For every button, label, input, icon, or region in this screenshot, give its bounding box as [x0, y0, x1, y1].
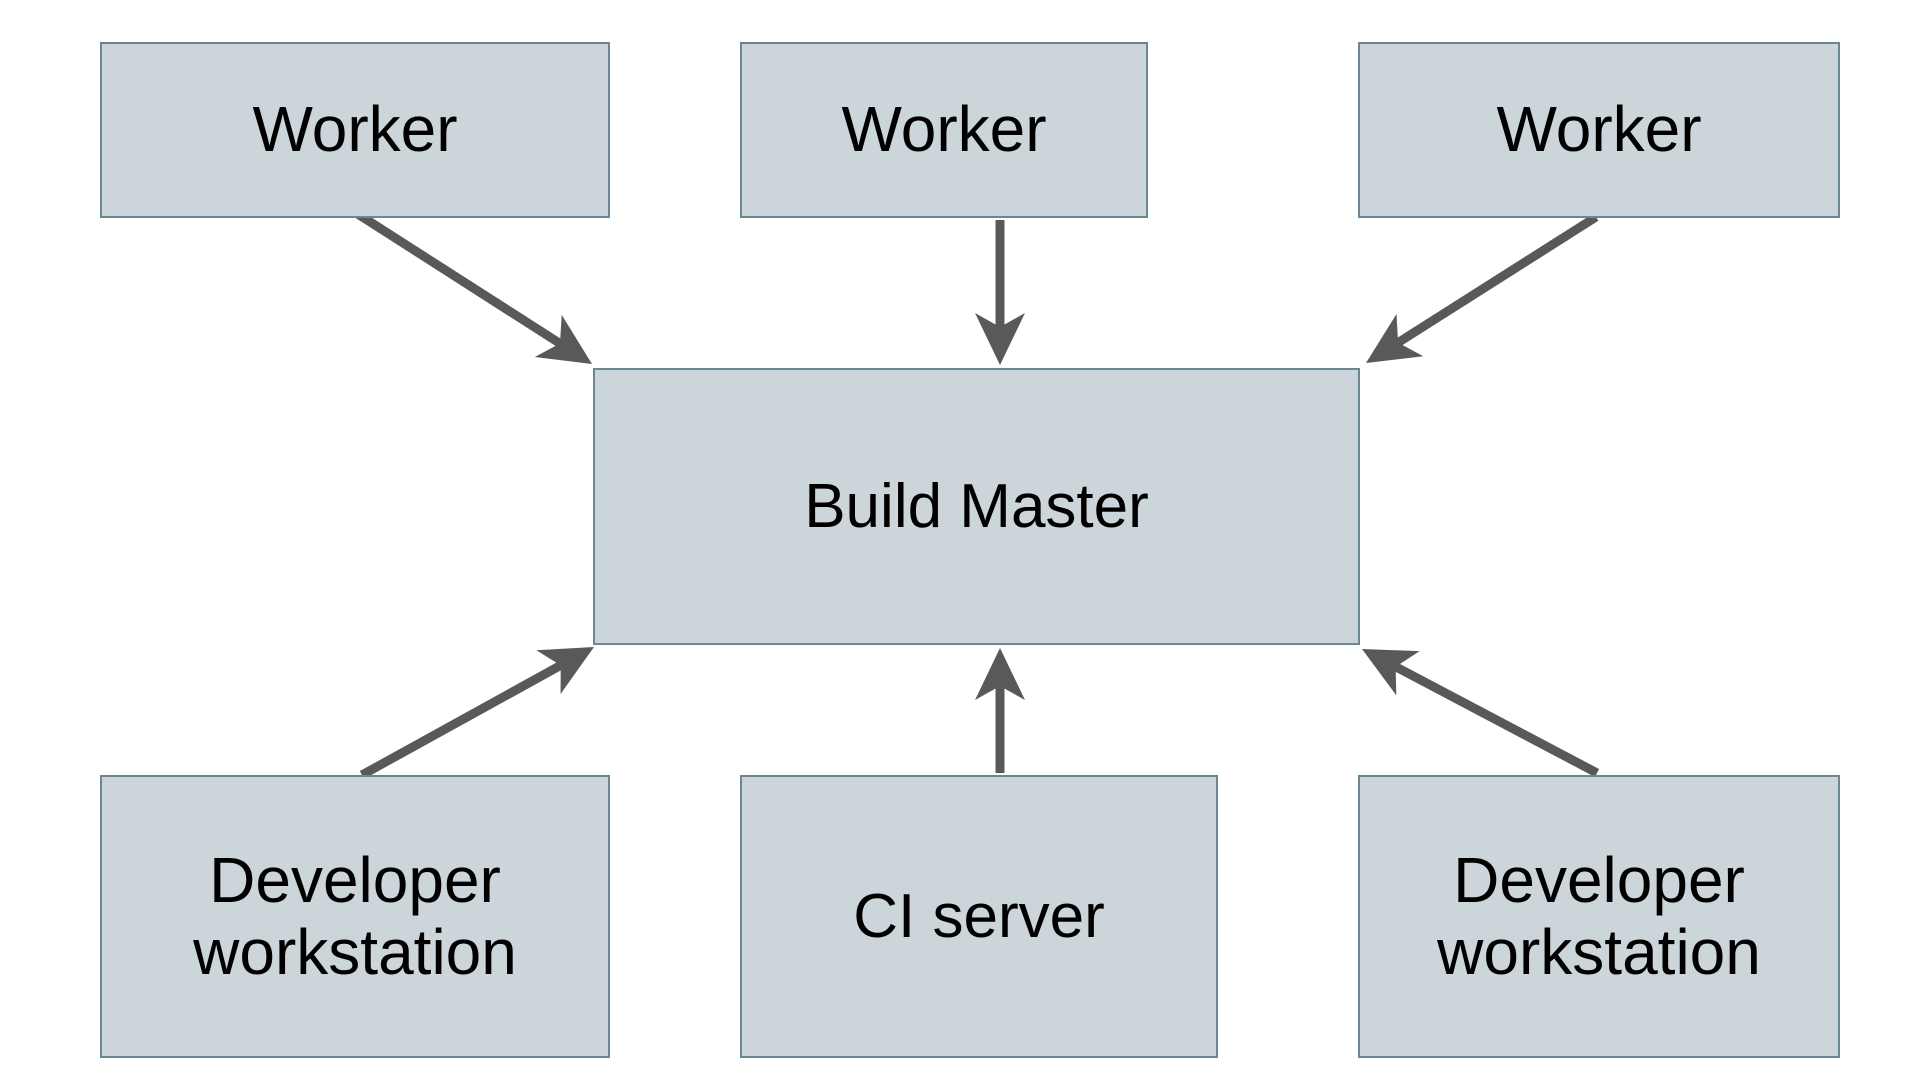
- edge-ci-server-to-build-master-arrowhead: [975, 648, 1025, 700]
- node-worker-right-label: Worker: [1496, 93, 1702, 166]
- edge-worker-right-to-build-master: [1366, 213, 1599, 363]
- node-worker-left-label: Worker: [252, 93, 458, 166]
- node-build-master[interactable]: Build Master: [593, 368, 1360, 645]
- edge-dev-right-to-build-master-shaft: [1393, 662, 1600, 777]
- node-worker-left[interactable]: Worker: [100, 42, 610, 218]
- node-worker-right[interactable]: Worker: [1358, 42, 1840, 218]
- edge-dev-right-to-build-master: [1362, 649, 1600, 777]
- node-developer-workstation-left-label: Developer workstation: [193, 843, 517, 988]
- edge-ci-server-to-build-master: [975, 648, 1025, 773]
- edge-dev-right-to-build-master-arrowhead: [1362, 649, 1420, 696]
- edge-dev-left-to-build-master: [359, 647, 594, 779]
- edge-dev-left-to-build-master-arrowhead: [536, 647, 594, 695]
- node-build-master-label: Build Master: [804, 471, 1149, 541]
- node-ci-server-label: CI server: [853, 881, 1105, 951]
- edge-worker-right-to-build-master-arrowhead: [1366, 314, 1424, 363]
- node-ci-server[interactable]: CI server: [740, 775, 1218, 1058]
- edge-dev-left-to-build-master-shaft: [359, 661, 563, 779]
- edge-worker-middle-to-build-master-arrowhead: [975, 313, 1025, 365]
- node-developer-workstation-left[interactable]: Developer workstation: [100, 775, 610, 1058]
- edge-worker-right-to-build-master-shaft: [1395, 213, 1599, 347]
- edge-worker-left-to-build-master-arrowhead: [534, 314, 592, 364]
- edge-worker-middle-to-build-master: [975, 220, 1025, 365]
- node-developer-workstation-right-label: Developer workstation: [1437, 843, 1761, 988]
- node-worker-middle-label: Worker: [841, 93, 1047, 166]
- node-worker-middle[interactable]: Worker: [740, 42, 1148, 218]
- node-developer-workstation-right[interactable]: Developer workstation: [1358, 775, 1840, 1058]
